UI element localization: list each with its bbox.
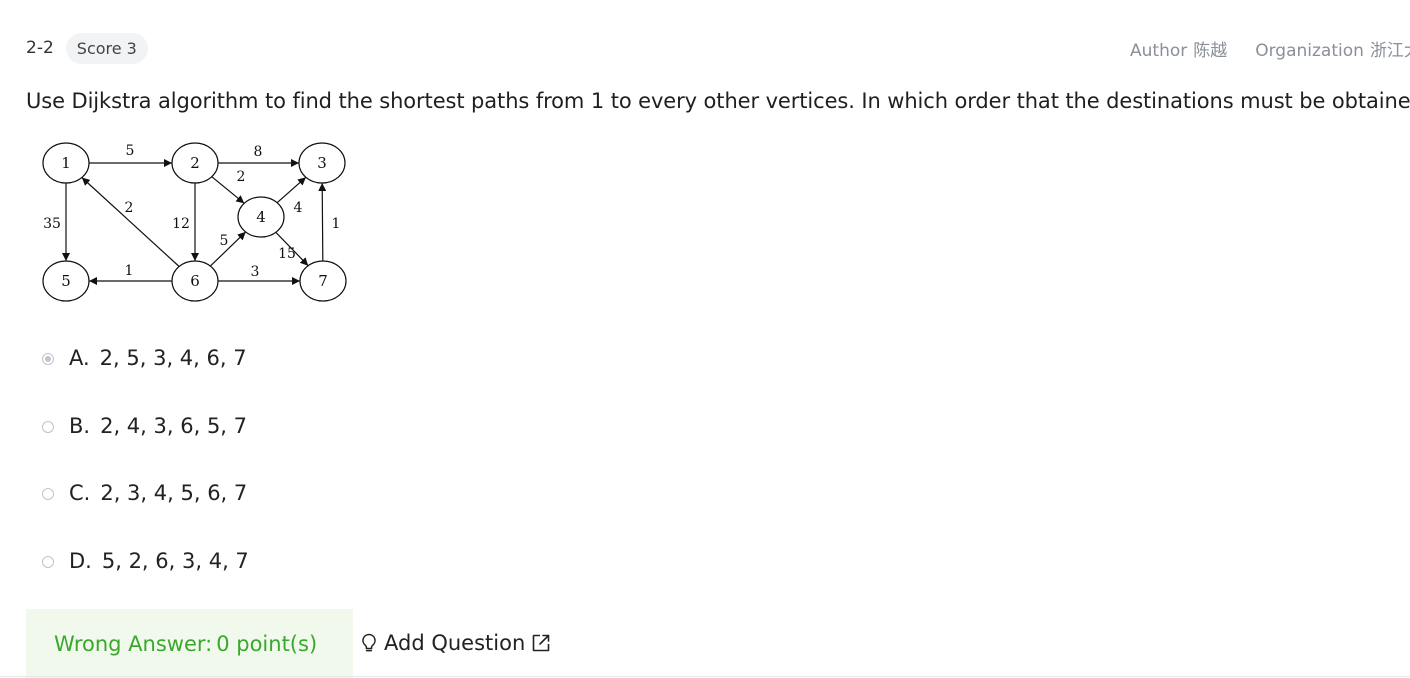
add-question-link[interactable]: Add Question (359, 631, 551, 655)
node-7 (299, 260, 347, 302)
result-box: Wrong Answer: 0 point(s) (26, 609, 353, 678)
node-label-1: 1 (61, 154, 71, 172)
answer-options: A. 2, 5, 3, 4, 6, 7 B. 2, 4, 3, 6, 5, 7 … (42, 340, 249, 610)
option-b-radio[interactable] (42, 420, 54, 433)
option-b[interactable]: B. 2, 4, 3, 6, 5, 7 (42, 408, 249, 476)
edge-weight-6-7: 3 (251, 264, 260, 280)
option-b-text: 2, 4, 3, 6, 5, 7 (100, 413, 248, 438)
option-d-letter: D. (69, 548, 92, 573)
node-6 (171, 260, 219, 302)
edge-2-4 (211, 176, 245, 204)
edge-weight-1-5: 35 (43, 216, 61, 232)
option-a-text: 2, 5, 3, 4, 6, 7 (99, 346, 247, 370)
score-badge: Score 3 (65, 32, 148, 64)
result-points: 0 point(s) (216, 631, 318, 656)
option-c[interactable]: C. 2, 3, 4, 5, 6, 7 (42, 475, 249, 543)
option-c-text: 2, 3, 4, 5, 6, 7 (100, 481, 248, 505)
node-label-6: 6 (190, 272, 200, 290)
edge-weight-6-1: 2 (125, 200, 134, 216)
organization-name: 浙江大学 (1369, 41, 1410, 61)
external-link-icon (532, 634, 550, 652)
node-3 (298, 142, 346, 184)
node-4 (237, 196, 285, 238)
option-d-text: 5, 2, 6, 3, 4, 7 (101, 548, 249, 573)
node-label-7: 7 (318, 272, 328, 290)
node-1 (42, 142, 90, 184)
node-label-5: 5 (61, 272, 71, 290)
edge-4-3 (276, 176, 307, 204)
node-2 (171, 142, 219, 184)
edge-6-4 (209, 231, 247, 267)
node-5 (42, 260, 90, 302)
node-label-4: 4 (256, 208, 266, 226)
edge-6-1 (81, 177, 180, 267)
lightbulb-icon (362, 633, 376, 652)
organization-info: Organization浙江大学 (1255, 36, 1410, 61)
edge-weight-2-3: 8 (254, 144, 263, 160)
option-b-letter: B. (69, 413, 91, 438)
edge-weight-4-3: 4 (294, 200, 303, 216)
option-d-radio[interactable] (42, 555, 54, 568)
question-header: 2-2 Score 3 (26, 32, 148, 64)
edge-weight-6-5: 1 (125, 263, 134, 279)
add-question-label: Add Question (384, 631, 526, 655)
question-number: 2-2 (26, 38, 54, 58)
option-c-radio[interactable] (42, 488, 54, 500)
bottom-divider (0, 676, 1410, 677)
author-label: Author (1130, 41, 1188, 61)
edge-4-7 (275, 231, 309, 267)
node-label-2: 2 (190, 154, 200, 172)
edge-weight-6-4: 5 (220, 233, 229, 249)
result-status: Wrong Answer: (54, 631, 213, 656)
edge-weight-7-3: 1 (332, 216, 341, 232)
edge-weight-2-6: 12 (172, 216, 190, 232)
edge-weight-4-7: 15 (278, 246, 296, 262)
organization-label: Organization (1255, 41, 1364, 61)
edge-7-3 (318, 182, 327, 262)
option-d[interactable]: D. 5, 2, 6, 3, 4, 7 (42, 543, 249, 611)
author-name: 陈越 (1193, 41, 1228, 61)
option-a-letter: A. (69, 346, 90, 370)
option-a-radio[interactable] (42, 353, 54, 365)
option-a[interactable]: A. 2, 5, 3, 4, 6, 7 (42, 340, 249, 408)
question-text: Use Dijkstra algorithm to find the short… (26, 89, 1410, 113)
edge-weight-1-2: 5 (126, 143, 135, 159)
node-label-3: 3 (317, 154, 327, 172)
edge-weight-2-4: 2 (237, 169, 246, 185)
option-c-letter: C. (69, 481, 91, 505)
